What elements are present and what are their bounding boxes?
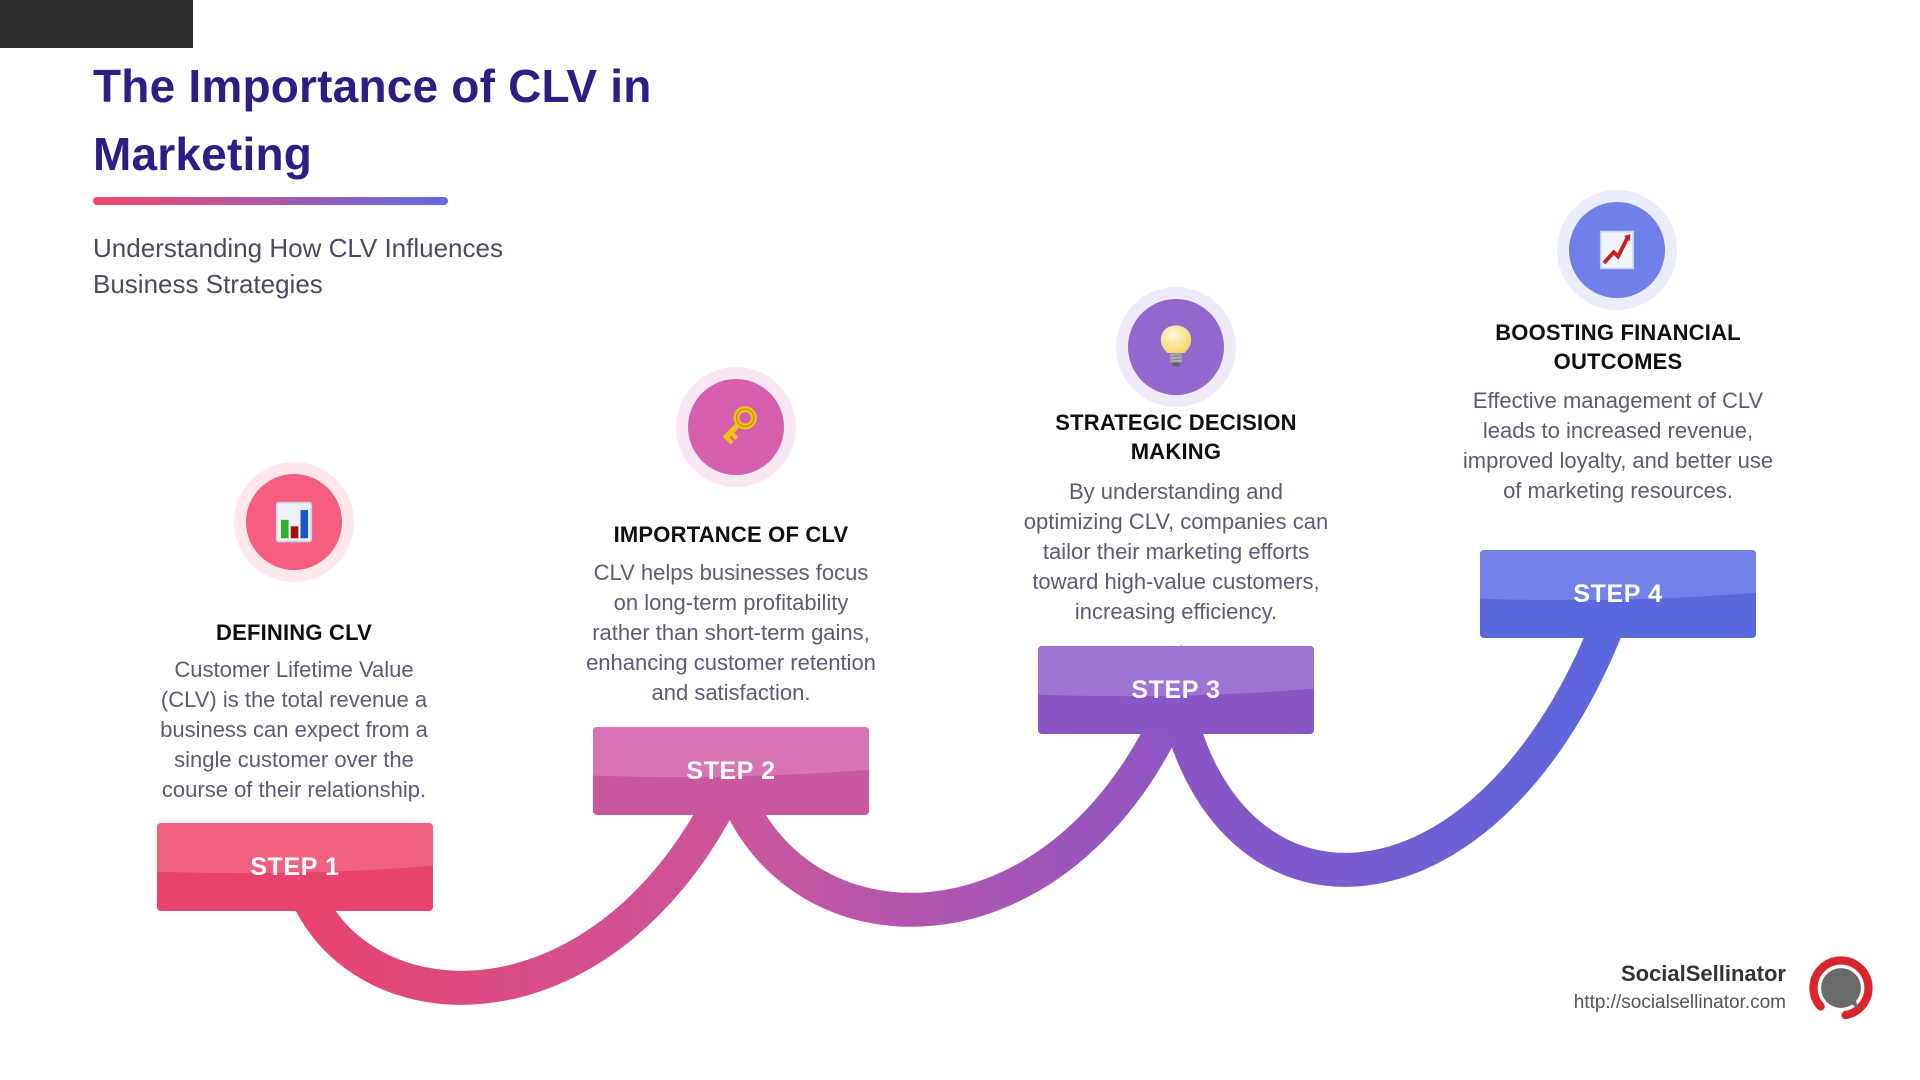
brand-url: http://socialsellinator.com (1573, 992, 1786, 1013)
step1-box: STEP 1 (157, 823, 433, 911)
step2-heading: IMPORTANCE OF CLV (613, 522, 849, 547)
step2-box: STEP 2 (593, 727, 869, 815)
key-icon (723, 406, 757, 445)
step1-heading: DEFINING CLV (216, 620, 372, 645)
page-subtitle: Understanding How CLV Influences Busines… (93, 233, 503, 299)
chart-increasing-icon (1599, 230, 1635, 270)
step3-heading: STRATEGIC DECISION MAKING (1055, 410, 1297, 464)
light-bulb-icon (1160, 325, 1192, 367)
step4-box: STEP 4 (1480, 550, 1756, 638)
step1-icon-circle (234, 462, 354, 582)
step3-icon-circle (1116, 287, 1236, 407)
step3-box: STEP 3 (1038, 646, 1314, 734)
bar-chart-icon (275, 501, 313, 543)
step1-description: Customer Lifetime Value (CLV) is the tot… (160, 657, 428, 802)
step4-description: Effective management of CLV leads to inc… (1462, 388, 1774, 503)
page-title: The Importance of CLV in Marketing (93, 60, 652, 180)
step4-heading: BOOSTING FINANCIAL OUTCOMES (1495, 320, 1741, 374)
step1-label: STEP 1 (250, 852, 340, 881)
step2-description: CLV helps businesses focus on long-term … (586, 560, 876, 705)
step4-icon-circle (1557, 190, 1677, 310)
step2-icon-circle (676, 367, 796, 487)
title-underline (93, 197, 448, 205)
top-left-dark-bar (0, 0, 193, 48)
footer: SocialSellinator http://socialsellinator… (1574, 955, 1874, 1021)
step2-label: STEP 2 (686, 756, 776, 785)
step4-label: STEP 4 (1573, 579, 1663, 608)
step3-label: STEP 3 (1131, 675, 1221, 704)
socialsellinator-logo-icon (1809, 956, 1873, 1020)
brand-name: SocialSellinator (1620, 961, 1786, 986)
step3-description: By understanding and optimizing CLV, com… (1023, 479, 1329, 624)
